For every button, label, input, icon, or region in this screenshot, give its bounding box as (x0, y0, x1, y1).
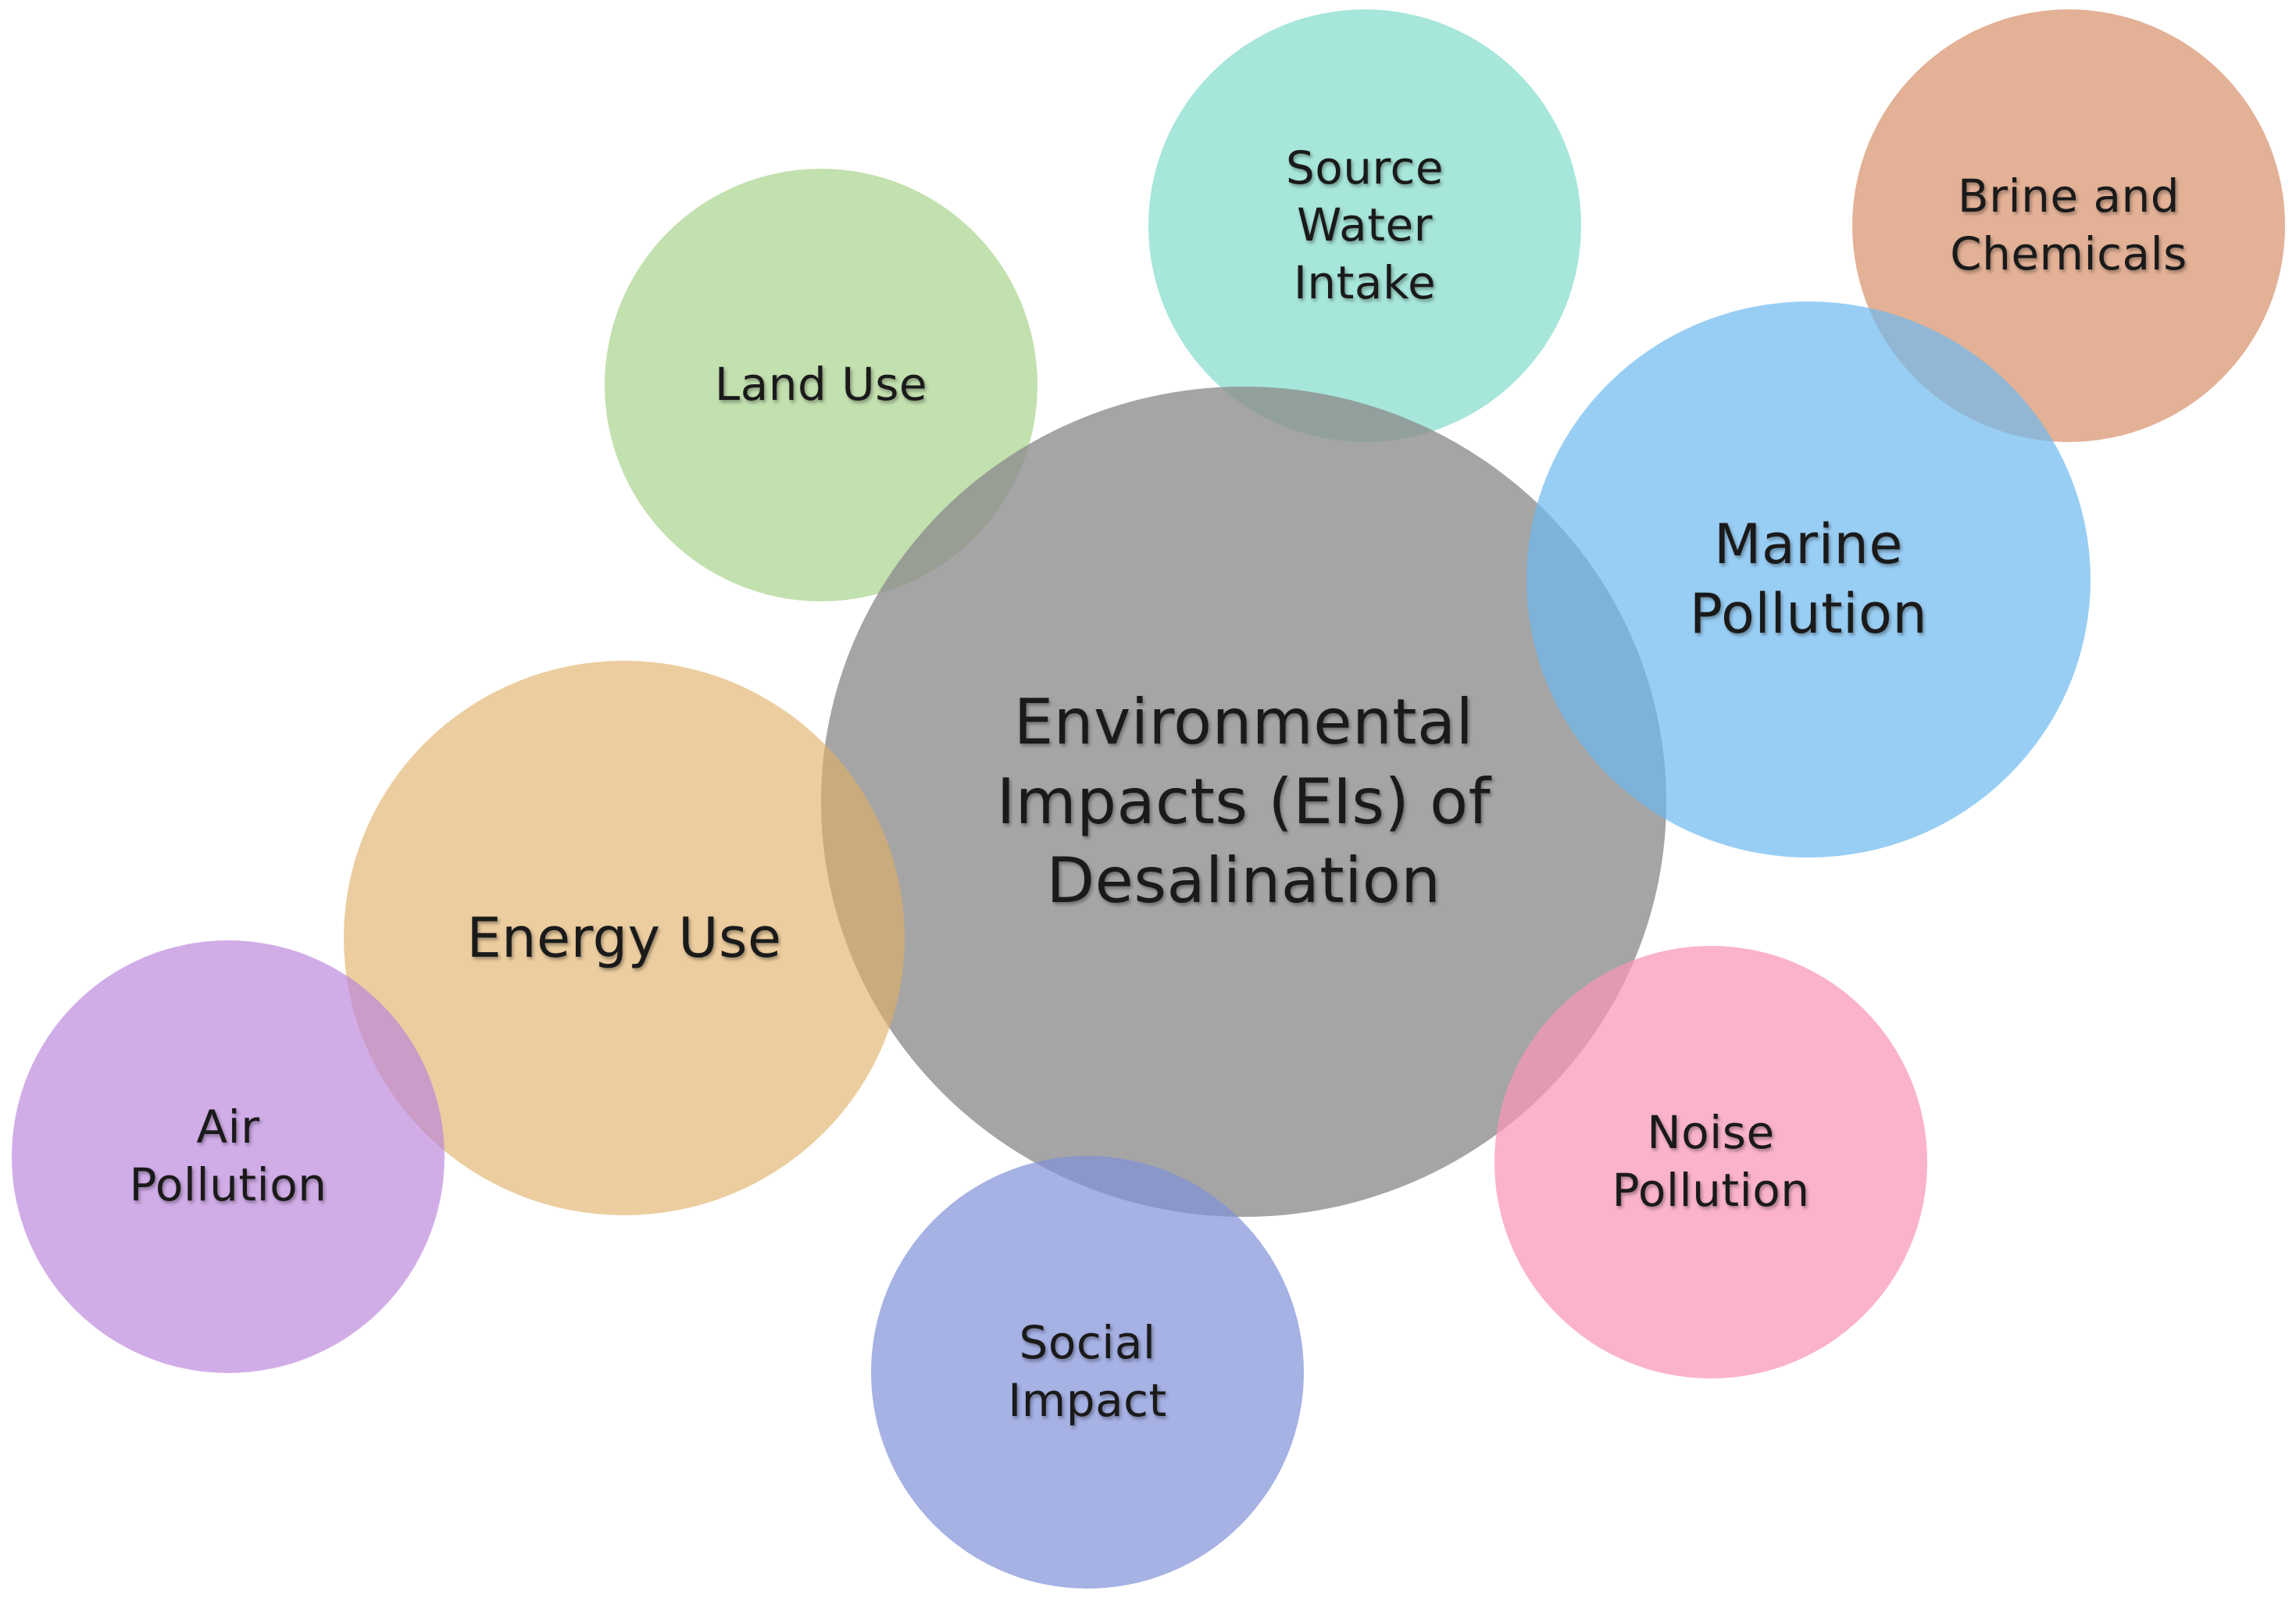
label-line: Impact (1008, 1374, 1167, 1427)
label-line: Pollution (1689, 582, 1928, 646)
label-line: Energy Use (466, 905, 782, 970)
social-impact-bubble: Social Impact (871, 1156, 1304, 1589)
label-line: Social (1019, 1316, 1156, 1370)
label-line: Source (1285, 141, 1444, 194)
label-line: Pollution (129, 1158, 327, 1211)
label-line: Land Use (714, 358, 928, 412)
energy-use-label: Energy Use (466, 904, 781, 973)
label-line: Intake (1293, 255, 1437, 309)
land-use-label: Land Use (715, 356, 927, 414)
label-line: Environmental (1013, 686, 1474, 759)
label-line: Brine and (1957, 169, 2180, 223)
air-pollution-bubble: Air Pollution (12, 940, 445, 1373)
source-water-intake-bubble: Source Water Intake (1148, 9, 1581, 442)
label-line: Desalination (1046, 844, 1441, 918)
noise-pollution-bubble: Noise Pollution (1494, 946, 1927, 1379)
central-topic-label: Environmental Impacts (EIs) of Desalinat… (997, 683, 1491, 921)
label-line: Marine (1714, 512, 1903, 577)
label-line: Air (196, 1100, 260, 1154)
label-line: Water (1297, 198, 1433, 252)
label-line: Noise (1647, 1106, 1775, 1160)
label-line: Chemicals (1950, 227, 2187, 280)
social-impact-label: Social Impact (1008, 1314, 1167, 1429)
source-water-intake-label: Source Water Intake (1286, 140, 1444, 312)
noise-pollution-label: Noise Pollution (1612, 1104, 1810, 1219)
marine-pollution-bubble: Marine Pollution (1527, 301, 2091, 858)
marine-pollution-label: Marine Pollution (1690, 510, 1927, 649)
label-line: Impacts (EIs) of (996, 765, 1491, 838)
label-line: Pollution (1612, 1164, 1810, 1217)
brine-and-chemicals-label: Brine and Chemicals (1950, 168, 2187, 283)
air-pollution-label: Air Pollution (130, 1099, 327, 1214)
